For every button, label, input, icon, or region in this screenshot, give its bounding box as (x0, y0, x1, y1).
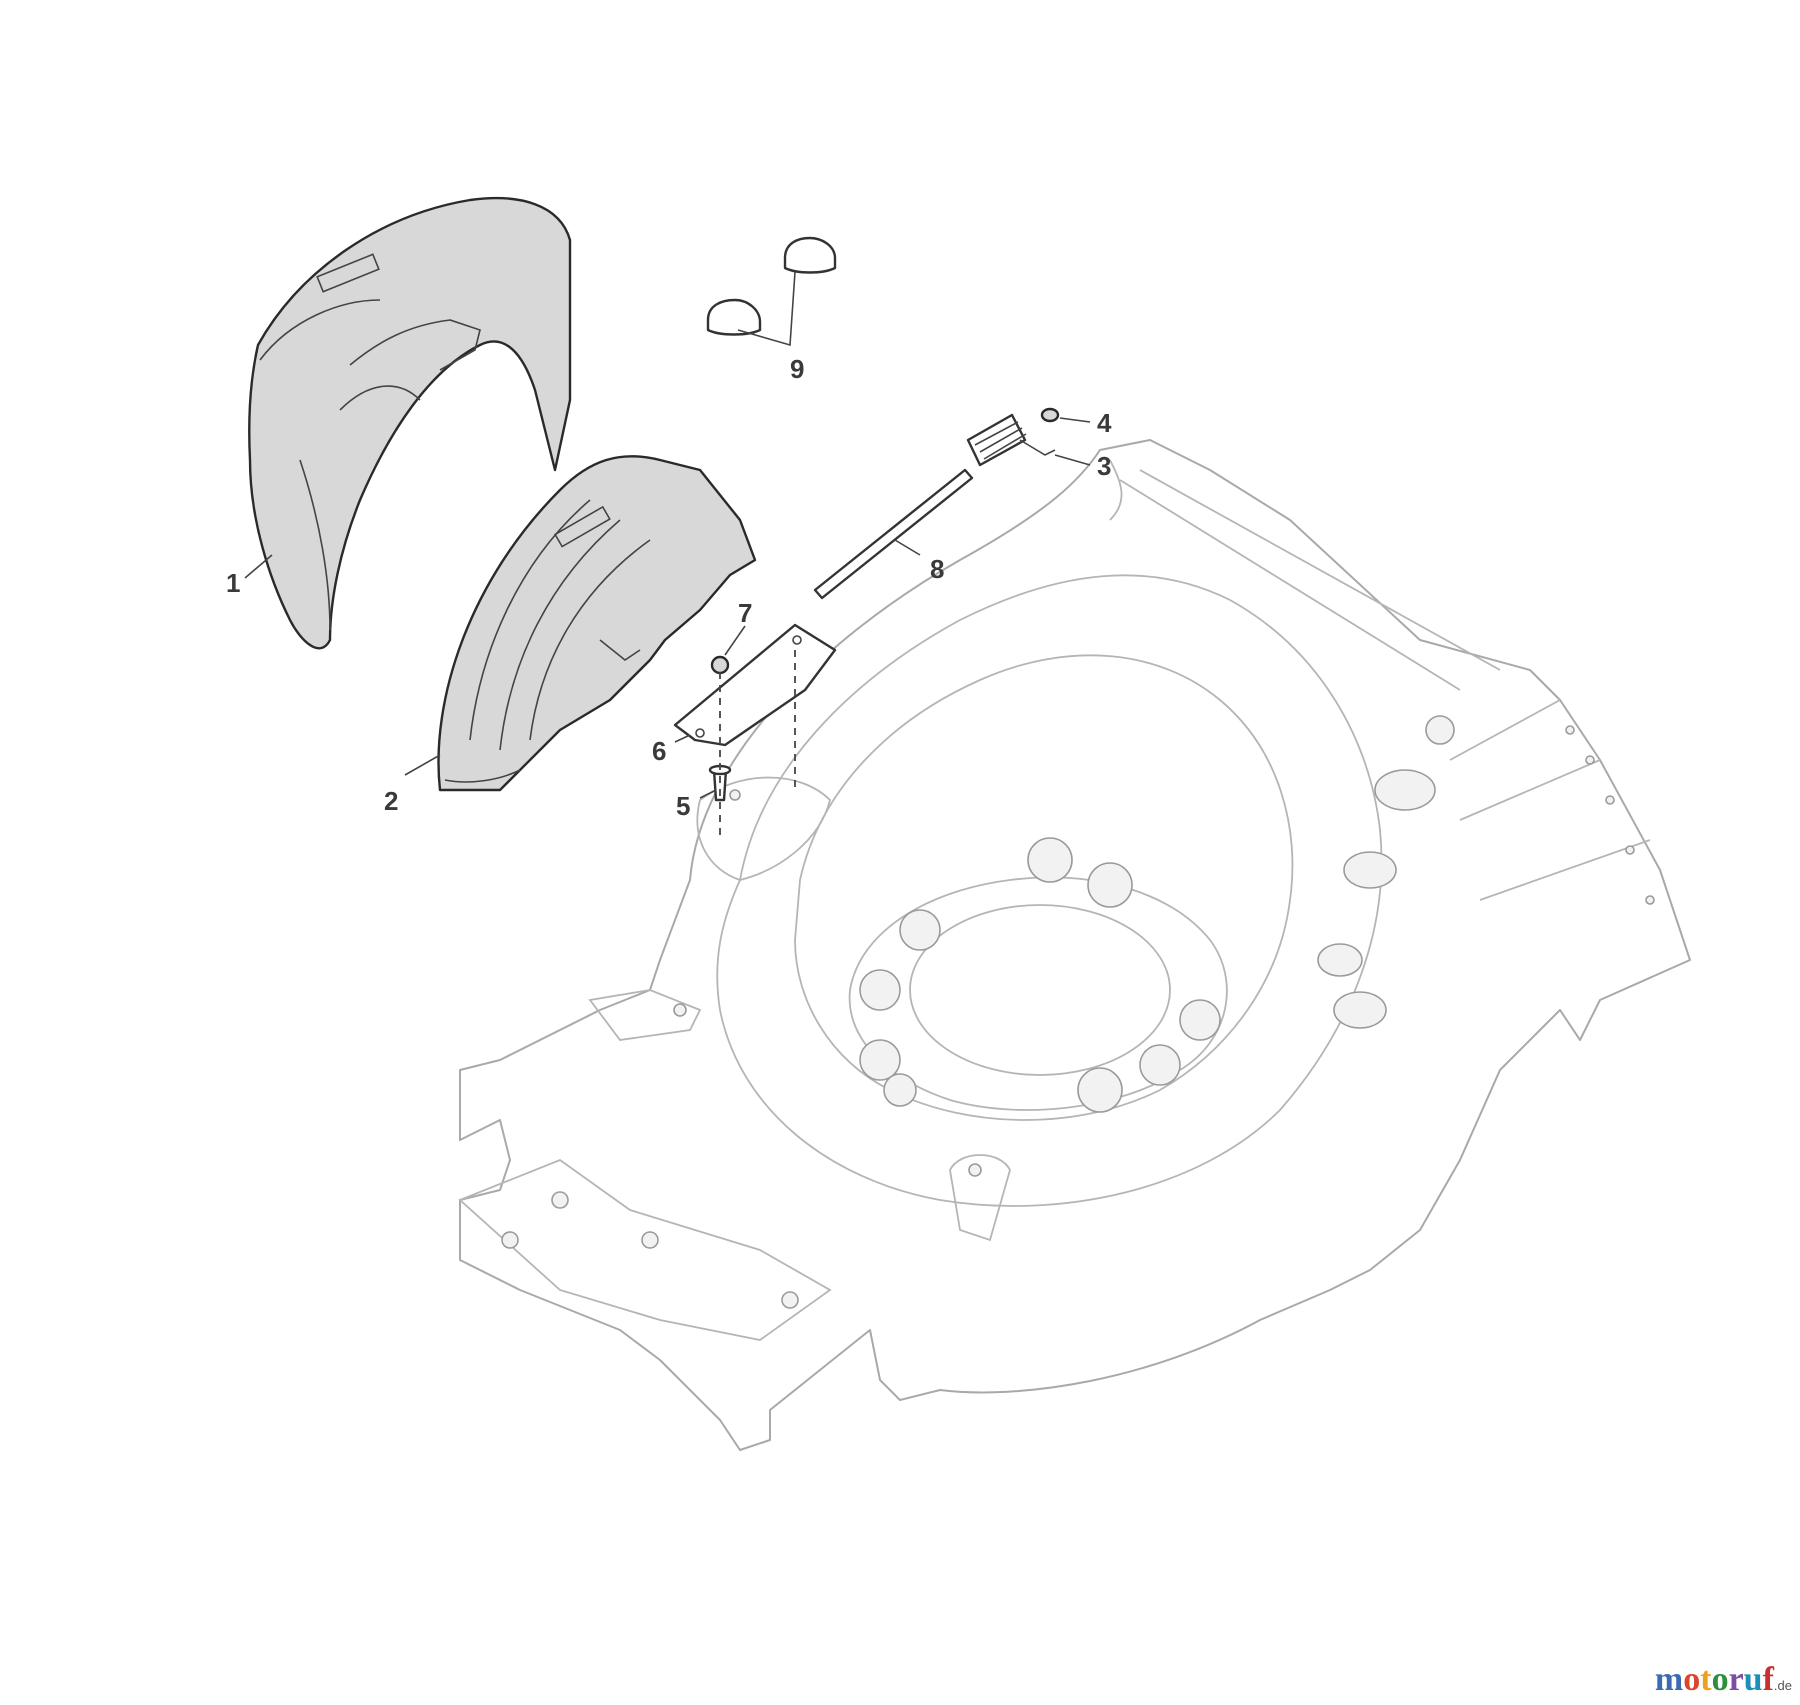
watermark-letter: u (1743, 1661, 1763, 1698)
watermark-letter: r (1728, 1661, 1744, 1698)
part-9-caps (706, 236, 837, 336)
leader-9 (737, 271, 796, 347)
watermark-letter: m (1654, 1661, 1684, 1698)
callout-7: 7 (738, 598, 752, 628)
leader-3 (1054, 454, 1091, 466)
motoruf-watermark: motoruf.de (1655, 1661, 1792, 1699)
part-8-rod (813, 468, 974, 600)
callout-8: 8 (930, 554, 944, 584)
leader-1 (244, 554, 273, 579)
callout-2: 2 (384, 786, 398, 816)
leader-7 (724, 625, 746, 656)
part-1-cover (248, 196, 572, 650)
mower-deck (458, 439, 1691, 1451)
watermark-letter: t (1700, 1661, 1712, 1698)
leader-5 (699, 789, 717, 799)
watermark-letter: o (1683, 1661, 1701, 1698)
part-7-nut (710, 655, 730, 675)
leader-2 (404, 754, 441, 776)
watermark-letter: f (1762, 1661, 1774, 1698)
part-2-guard (437, 455, 757, 792)
callout-9: 9 (790, 354, 804, 384)
leader-6 (674, 734, 691, 743)
leader-8 (894, 539, 921, 556)
callout-4: 4 (1097, 408, 1112, 438)
callout-1: 1 (226, 568, 240, 598)
callout-3: 3 (1097, 451, 1111, 481)
part-3-spring (966, 413, 1056, 467)
watermark-tld: .de (1773, 1678, 1792, 1693)
part-4-nut (1040, 407, 1060, 423)
leader-4 (1059, 417, 1091, 423)
callout-5: 5 (676, 791, 690, 821)
watermark-letter: o (1711, 1661, 1729, 1698)
callout-6: 6 (652, 736, 666, 766)
